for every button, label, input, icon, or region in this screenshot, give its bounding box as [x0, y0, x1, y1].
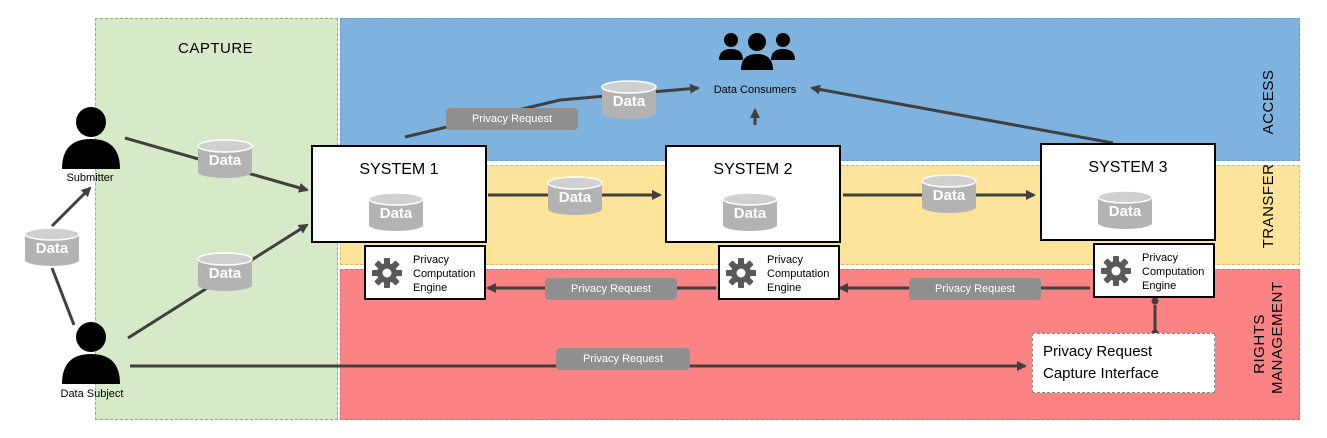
privacy-request-pill-engine3-to-2: Privacy Request: [909, 278, 1041, 300]
database-icon: [1097, 190, 1153, 229]
data-cylinder-left: Data: [24, 227, 80, 267]
database-icon: [24, 227, 80, 266]
data-cylinder-label: Data: [208, 265, 242, 282]
database-icon: [722, 192, 778, 231]
capture-interface-line1: Privacy Request: [1043, 343, 1153, 360]
data-cylinder-label: Data: [558, 189, 592, 206]
data-cylinder-transfer-2-3: Data: [921, 174, 977, 214]
data-cylinder-label: Data: [612, 93, 646, 110]
submitter-label: Submitter: [66, 172, 114, 184]
data-cylinder-system2: Data: [722, 192, 778, 232]
data-cylinder-label: Data: [379, 205, 413, 222]
data-cylinder-label: Data: [208, 152, 242, 169]
privacy-request-pill-engine2-to-1: Privacy Request: [545, 278, 677, 300]
data-cylinder-label: Data: [932, 187, 966, 204]
data-cylinder-system1: Data: [368, 192, 424, 232]
database-icon: [197, 252, 253, 291]
database-icon: [921, 174, 977, 213]
data-cylinder-submitter: Data: [197, 139, 253, 179]
arrow-system3-to-consumers: [810, 84, 1114, 145]
data-cylinder-label: Data: [35, 240, 69, 257]
data-cylinder-subject: Data: [197, 252, 253, 292]
submitter-person-icon: [62, 107, 120, 169]
system-1-title: SYSTEM 1: [359, 161, 439, 178]
connector-dot-top: [1151, 297, 1159, 305]
data-cylinder-access: Data: [601, 80, 657, 120]
data-consumers-group-icon: [719, 33, 795, 70]
capture-zone: [95, 18, 338, 420]
arrow-data-to-submitter: [50, 186, 92, 228]
system-3-title: SYSTEM 3: [1088, 159, 1168, 176]
capture-zone-label: CAPTURE: [178, 40, 254, 57]
privacy-request-pill-access: Privacy Request: [446, 108, 578, 130]
gear-icon: [1101, 256, 1131, 286]
database-icon: [601, 80, 657, 119]
data-subject-person-icon: [62, 322, 120, 384]
data-subject-label: Data Subject: [60, 388, 124, 400]
data-cylinder-label: Data: [733, 205, 767, 222]
data-cylinder-system3: Data: [1097, 190, 1153, 230]
data-cylinder-transfer-1-2: Data: [547, 176, 603, 216]
data-consumers-label: Data Consumers: [713, 84, 797, 96]
gear-icon: [726, 258, 756, 288]
privacy-request-pill-subject: Privacy Request: [556, 348, 690, 370]
arrow-subject-to-data: [50, 267, 76, 326]
capture-interface-line2: Capture Interface: [1043, 365, 1159, 382]
database-icon: [547, 176, 603, 215]
system-2-title: SYSTEM 2: [713, 161, 793, 178]
privacy-request-capture-interface: Privacy Request Capture Interface: [1032, 333, 1215, 393]
data-cylinder-label: Data: [1108, 203, 1142, 220]
database-icon: [197, 139, 253, 178]
database-icon: [368, 192, 424, 231]
gear-icon: [372, 258, 402, 288]
